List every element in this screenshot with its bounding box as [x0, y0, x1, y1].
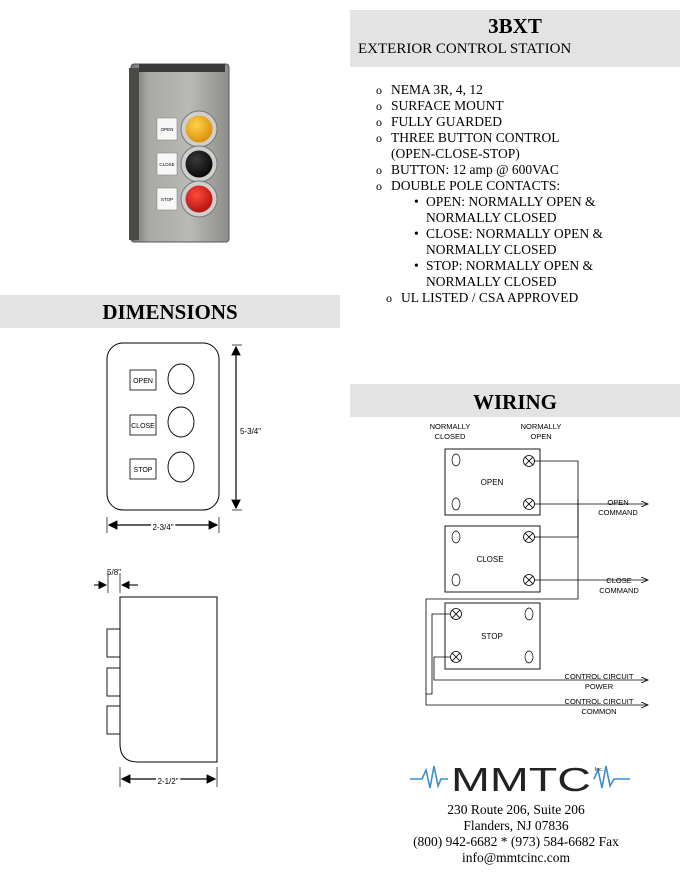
side-view: [106, 596, 218, 763]
button-depth-dimension: 5/8": [94, 568, 138, 593]
photo-label-open: OPEN: [156, 117, 178, 141]
housing-side: [129, 68, 139, 240]
svg-text:COMMAND: COMMAND: [598, 508, 638, 517]
logo-wave-right: [593, 765, 630, 789]
dim-label-open: [129, 369, 157, 391]
svg-text:NORMALLY: NORMALLY: [430, 422, 471, 431]
svg-text:MMTC: MMTC: [451, 761, 591, 798]
wiring-output-labels: OPEN COMMAND CLOSE COMMAND CONTROL CIRCU…: [565, 498, 640, 716]
svg-text:CLOSE: CLOSE: [159, 162, 174, 167]
dim-button-close: [167, 406, 195, 438]
svg-text:2-3/4": 2-3/4": [152, 523, 173, 532]
height-dimension: 5-3/4": [231, 344, 261, 511]
depth-dimension: 2-1/2": [119, 767, 218, 788]
svg-text:COMMAND: COMMAND: [599, 586, 639, 595]
close-button-black: [185, 150, 213, 178]
housing: [130, 63, 230, 243]
svg-text:COMMON: COMMON: [582, 707, 617, 716]
svg-text:CLOSE: CLOSE: [606, 576, 631, 585]
logo-wave-left: [410, 765, 448, 789]
housing-top: [139, 64, 225, 72]
svg-text:CONTROL CIRCUIT: CONTROL CIRCUIT: [565, 672, 634, 681]
wiring-title: WIRING: [472, 390, 557, 414]
model-title: 3BXT: [488, 14, 542, 38]
side-button-open: [106, 628, 121, 658]
contact-headers: NORMALLY CLOSED NORMALLY OPEN: [430, 422, 562, 441]
dim-label-stop: [129, 458, 157, 480]
spec-item: (OPEN-CLOSE-STOP): [391, 146, 520, 161]
spec-subitem: •OPEN: NORMALLY OPEN &: [414, 194, 596, 209]
svg-text:OPEN: OPEN: [481, 478, 504, 487]
wiring-block-open: OPEN: [444, 448, 541, 516]
svg-text:STOP: STOP: [134, 467, 153, 474]
svg-text:OPEN: OPEN: [607, 498, 628, 507]
spec-subitem: •STOP: NORMALLY OPEN &: [414, 258, 594, 273]
wiring-lines: [425, 460, 648, 705]
svg-text:5-3/4": 5-3/4": [240, 427, 261, 436]
front-view: OPEN CLOSE STOP: [106, 342, 220, 511]
wiring-block-close: CLOSE: [444, 525, 541, 593]
dimensions-drawing: OPEN CLOSE STOP 5-3/4" 2-3/4" 5/8" 2: [94, 342, 261, 788]
svg-text:OPEN: OPEN: [133, 378, 153, 385]
dim-button-open: [167, 363, 195, 395]
spec-subitem: NORMALLY CLOSED: [426, 274, 557, 289]
product-photo: OPEN CLOSE STOP: [129, 63, 230, 243]
svg-text:Inc.: Inc.: [595, 767, 603, 773]
product-subtitle: EXTERIOR CONTROL STATION: [358, 41, 572, 57]
svg-text:OPEN: OPEN: [161, 127, 174, 132]
dimensions-band: [0, 295, 340, 328]
header-band: [350, 10, 680, 67]
address-line-2: Flanders, NJ 07836: [463, 818, 569, 833]
mmtc-logo: MMTC Inc.: [410, 761, 630, 798]
svg-text:2-1/2": 2-1/2": [157, 777, 178, 786]
svg-text:CLOSED: CLOSED: [435, 432, 466, 441]
email: info@mmtcinc.com: [461, 850, 571, 865]
svg-text:CLOSE: CLOSE: [476, 555, 503, 564]
dim-button-stop: [167, 451, 195, 483]
svg-text:STOP: STOP: [161, 197, 173, 202]
side-button-stop: [106, 705, 121, 735]
spec-subitem: NORMALLY CLOSED: [426, 210, 557, 225]
dim-label-close: [129, 414, 157, 436]
width-dimension: 2-3/4": [106, 517, 220, 534]
svg-text:CLOSE: CLOSE: [131, 423, 155, 430]
wiring-diagram: NORMALLY CLOSED NORMALLY OPEN OPEN CLOSE…: [425, 422, 680, 716]
spec-subitem: NORMALLY CLOSED: [426, 242, 557, 257]
photo-label-close: CLOSE: [156, 152, 178, 176]
address-line-1: 230 Route 206, Suite 206: [447, 802, 585, 817]
spec-subitem: •CLOSE: NORMALLY OPEN &: [414, 226, 604, 241]
side-button-close: [106, 667, 121, 697]
dimensions-title: DIMENSIONS: [102, 300, 238, 324]
svg-text:STOP: STOP: [481, 632, 503, 641]
wiring-block-stop: STOP: [444, 602, 541, 670]
photo-label-stop: STOP: [156, 187, 178, 211]
svg-text:CONTROL CIRCUIT: CONTROL CIRCUIT: [565, 697, 634, 706]
svg-text:NORMALLY: NORMALLY: [521, 422, 562, 431]
svg-text:OPEN: OPEN: [530, 432, 551, 441]
phone-fax: (800) 942-6682 * (973) 584-6682 Fax: [413, 834, 619, 849]
stop-button-red: [185, 185, 213, 213]
wiring-band: [350, 384, 680, 417]
svg-text:POWER: POWER: [585, 682, 614, 691]
open-button-yellow: [185, 115, 213, 143]
svg-text:5/8": 5/8": [107, 568, 121, 577]
